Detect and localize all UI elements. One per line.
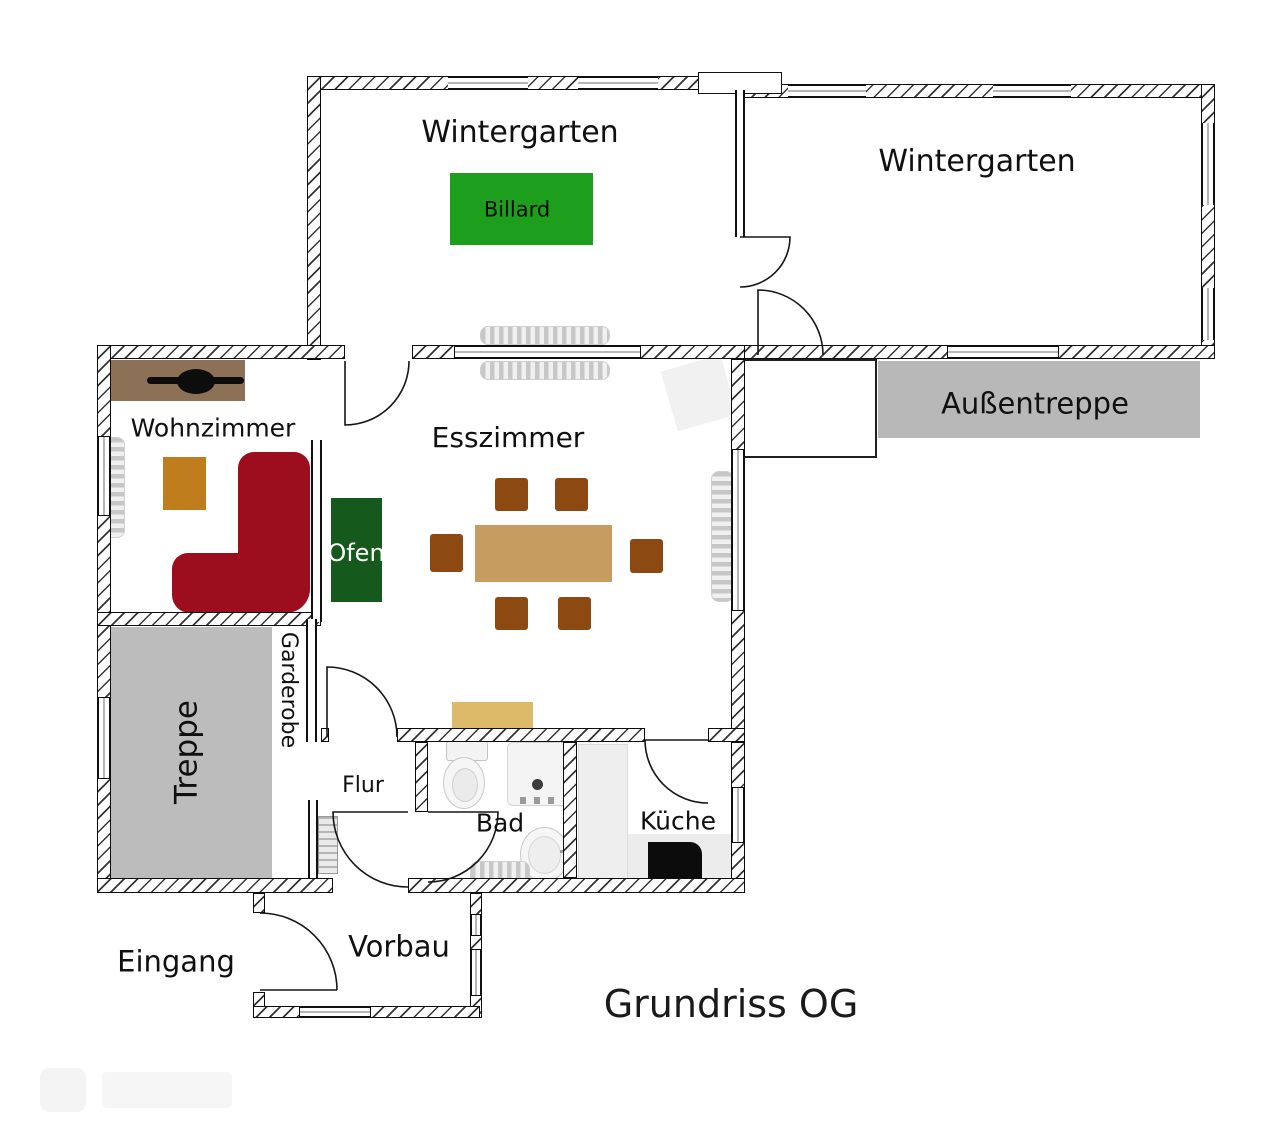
wall xyxy=(737,345,948,359)
wall xyxy=(97,878,333,893)
dining-chair xyxy=(430,534,463,572)
room-label-aussentreppe: Außentreppe xyxy=(941,386,1129,421)
window xyxy=(470,915,482,935)
dining-chair xyxy=(495,597,528,630)
kitchen-counter-left xyxy=(578,744,628,888)
treppe-area xyxy=(107,627,272,878)
door-flur-vorbau xyxy=(332,811,409,888)
wall xyxy=(470,893,482,915)
wall xyxy=(370,1006,480,1018)
door-esszimmer-flur xyxy=(326,666,398,738)
wall xyxy=(1058,345,1215,359)
tv-screen xyxy=(177,369,215,394)
coffee-table xyxy=(163,457,206,510)
window xyxy=(448,76,528,90)
window xyxy=(731,450,745,610)
furniture-label-ofen: Ofen xyxy=(327,539,385,567)
window xyxy=(470,950,482,995)
window xyxy=(948,345,1058,359)
window xyxy=(1201,123,1215,205)
window xyxy=(993,84,1071,98)
partition-flur xyxy=(308,800,318,878)
room-label-treppe: Treppe xyxy=(168,700,205,804)
room-label-wohnzimmer: Wohnzimmer xyxy=(130,413,296,443)
door-kueche xyxy=(644,739,709,804)
ofen xyxy=(331,498,382,602)
radiator xyxy=(480,361,610,380)
room-label-eingang: Eingang xyxy=(117,944,235,979)
room-label-vorbau: Vorbau xyxy=(348,929,450,964)
corner-sofa-horizontal xyxy=(172,553,310,613)
wall xyxy=(321,728,329,742)
door-wintergarten-upper xyxy=(739,236,791,288)
radiator xyxy=(480,326,610,345)
room-label-wintergarten-right: Wintergarten xyxy=(878,144,1076,179)
partition-wintergarten xyxy=(735,90,745,237)
page-title: Grundriss OG xyxy=(603,982,859,1026)
wall xyxy=(563,742,577,878)
wall xyxy=(708,728,745,742)
wall xyxy=(253,893,265,913)
aussentreppe-area xyxy=(878,361,1200,438)
room-label-flur: Flur xyxy=(342,773,384,798)
shower-drain xyxy=(532,779,543,790)
dining-table xyxy=(475,525,612,582)
dining-chair xyxy=(495,478,528,511)
dining-chair xyxy=(630,539,663,573)
wall xyxy=(97,778,111,893)
room-label-kueche: Küche xyxy=(640,806,716,836)
window xyxy=(97,437,111,515)
toilet-bowl-inner xyxy=(452,768,478,802)
wall xyxy=(97,345,345,359)
wall xyxy=(731,610,745,742)
window xyxy=(788,84,866,98)
room-label-bad: Bad xyxy=(475,808,525,838)
wall xyxy=(640,345,745,359)
sink-inner xyxy=(528,836,561,874)
door-vorbau-entry xyxy=(259,912,338,991)
dining-chair xyxy=(555,478,588,511)
partition-wohnzimmer-esszimmer xyxy=(311,440,322,622)
room-label-wintergarten-left: Wintergarten xyxy=(421,115,619,150)
wall xyxy=(97,515,111,698)
window xyxy=(578,76,658,90)
window xyxy=(300,1006,370,1018)
wall xyxy=(307,76,321,360)
window xyxy=(1201,288,1215,340)
furniture-label-billard: Billard xyxy=(483,197,551,222)
steps xyxy=(318,816,338,874)
dining-chair xyxy=(558,597,591,630)
wall xyxy=(253,1006,300,1018)
wall xyxy=(470,935,482,950)
shower-faucet xyxy=(520,797,558,804)
wall xyxy=(412,345,455,359)
watermark xyxy=(102,1072,232,1108)
wall xyxy=(408,878,745,893)
wall xyxy=(97,345,111,437)
wall xyxy=(397,728,645,742)
partition-garderobe xyxy=(306,619,317,742)
wall xyxy=(97,612,321,626)
wall xyxy=(731,359,745,450)
door-wintergarten-esszimmer xyxy=(344,360,410,426)
window xyxy=(97,698,111,778)
landing-outline xyxy=(732,359,877,458)
room-label-garderobe: Garderobe xyxy=(276,631,301,749)
wall xyxy=(731,742,745,788)
window xyxy=(731,788,745,842)
room-label-esszimmer: Esszimmer xyxy=(431,421,585,454)
watermark xyxy=(40,1068,86,1112)
shower-tray xyxy=(507,742,569,806)
billard-table xyxy=(450,173,593,245)
wall xyxy=(415,742,428,812)
window xyxy=(455,345,640,359)
rotated-table xyxy=(660,354,738,432)
